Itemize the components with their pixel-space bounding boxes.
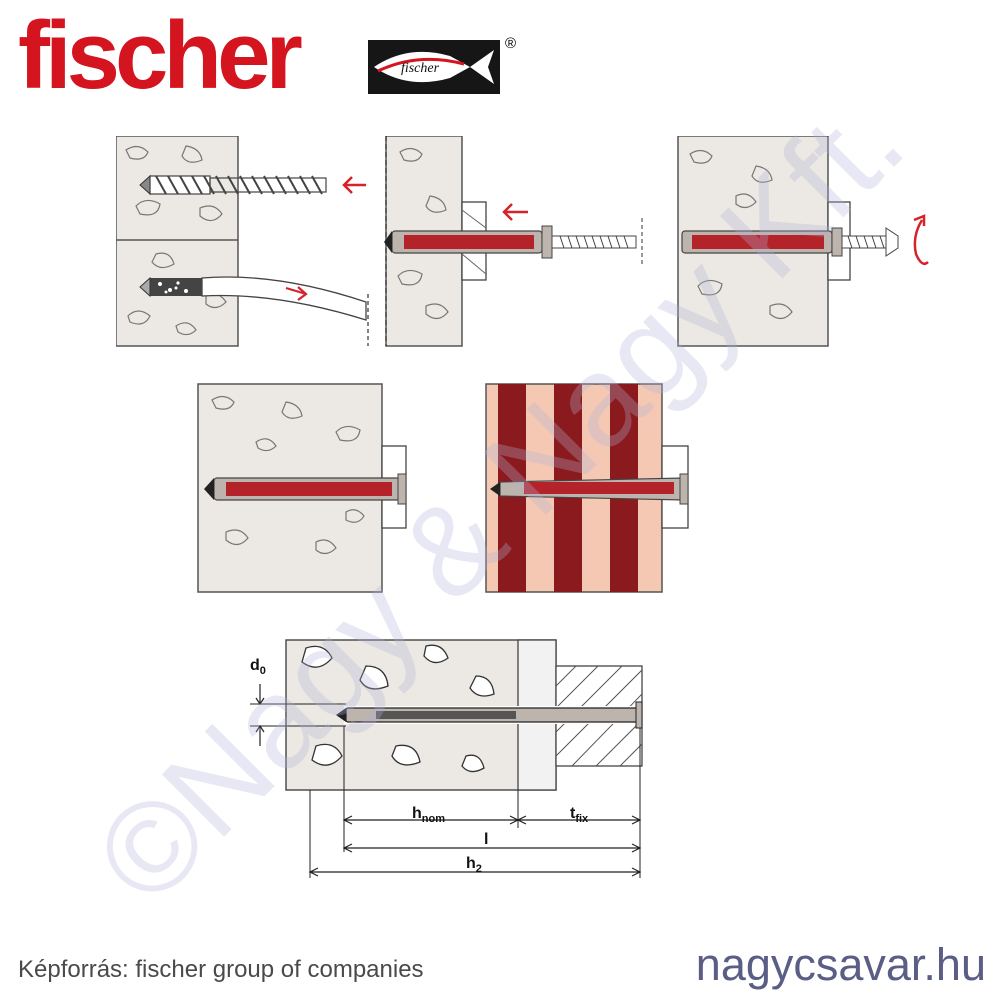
- l-label: l: [484, 831, 488, 848]
- step-insert-anchor: [384, 136, 643, 347]
- tfix-sub: fix: [575, 813, 589, 825]
- fischer-fish-logo: fischer: [368, 40, 500, 94]
- logo-text: fischer: [401, 61, 440, 76]
- hnom-main: h: [412, 805, 422, 822]
- installed-hollow-brick: [485, 383, 689, 593]
- d0-label: d0: [250, 657, 266, 677]
- hnom-label: hnom: [412, 805, 445, 825]
- image-source-caption: Képforrás: fischer group of companies: [18, 956, 424, 983]
- tfix-main: t: [570, 805, 576, 822]
- step-drill-and-clean: [116, 136, 369, 347]
- dimension-drawing: d0 hnom tfix l h2: [250, 639, 643, 878]
- h2-label: h2: [466, 855, 482, 875]
- fischer-wordmark: fischer: [18, 2, 303, 109]
- h2-sub: 2: [476, 863, 482, 875]
- d0-sub: 0: [260, 665, 266, 677]
- site-name: nagycsavar.hu: [695, 939, 986, 990]
- l-main: l: [484, 831, 488, 848]
- hnom-sub: nom: [422, 813, 445, 825]
- d0-main: d: [250, 657, 260, 674]
- registered-mark: ®: [505, 35, 517, 52]
- installed-solid-base: [197, 383, 407, 593]
- tfix-label: tfix: [570, 805, 589, 825]
- rotate-clockwise-icon: [913, 219, 929, 265]
- h2-main: h: [466, 855, 476, 872]
- step-drive-screw: [677, 136, 929, 347]
